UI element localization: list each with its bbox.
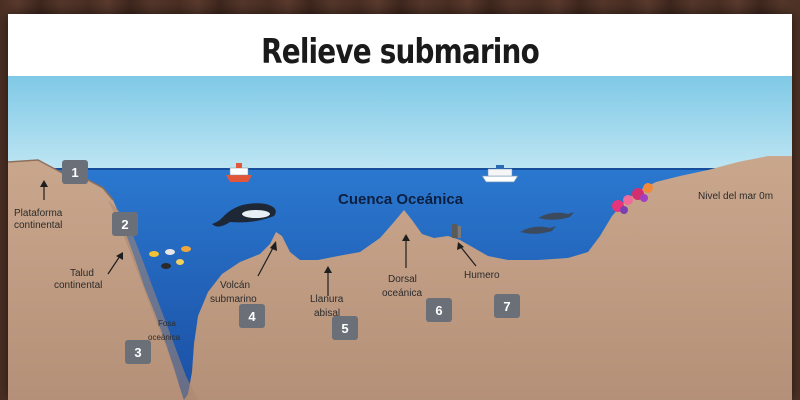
label-humero: Humero — [464, 270, 500, 281]
diagram-card: Relieve submarino — [8, 14, 792, 400]
svg-text:6: 6 — [435, 303, 442, 318]
svg-text:2: 2 — [121, 217, 128, 232]
badge-7: 7 — [494, 294, 520, 318]
label-cuenca: Cuenca Oceánica — [338, 191, 464, 208]
seafloor-diagram: Plataforma continental Talud continental… — [8, 76, 792, 400]
badge-3: 3 — [125, 340, 151, 364]
svg-text:1: 1 — [71, 165, 78, 180]
page-title: Relieve submarino — [261, 32, 540, 72]
ship-icon — [226, 163, 252, 182]
badge-6: 6 — [426, 298, 452, 322]
label-plataforma-line1: Plataforma — [14, 208, 63, 219]
coral-icon — [612, 183, 653, 214]
svg-text:5: 5 — [341, 321, 348, 336]
svg-text:3: 3 — [134, 345, 141, 360]
sky — [8, 76, 792, 171]
whale-icon — [212, 203, 276, 227]
fish-icon — [149, 246, 191, 269]
label-dorsal-line1: Dorsal — [388, 274, 417, 285]
badge-2: 2 — [112, 212, 138, 236]
svg-text:4: 4 — [248, 309, 256, 324]
label-dorsal-line2: oceánica — [382, 288, 422, 299]
svg-text:7: 7 — [503, 299, 510, 314]
label-fosa-line2: oceánica — [148, 333, 181, 342]
hydrothermal-vent-icon — [452, 224, 461, 238]
label-fosa-line1: Fosa — [158, 319, 176, 328]
label-plataforma-line2: continental — [14, 220, 62, 231]
badge-5: 5 — [332, 316, 358, 340]
badge-4: 4 — [239, 304, 265, 328]
label-volcan-line1: Volcán — [220, 280, 250, 291]
dolphin-icon — [520, 212, 574, 234]
label-talud-line1: Talud — [70, 268, 94, 279]
label-volcan-line2: submarino — [210, 294, 257, 305]
annotation-arrows — [40, 180, 477, 296]
label-nivel-del-mar: Nivel del mar 0m — [698, 191, 773, 202]
seafloor-terrain — [8, 156, 792, 400]
badge-1: 1 — [62, 160, 88, 184]
cruise-ship-icon — [481, 165, 519, 183]
label-llanura-line2: abisal — [314, 308, 340, 319]
label-llanura-line1: Llanura — [310, 294, 344, 305]
label-talud-line2: continental — [54, 280, 102, 291]
